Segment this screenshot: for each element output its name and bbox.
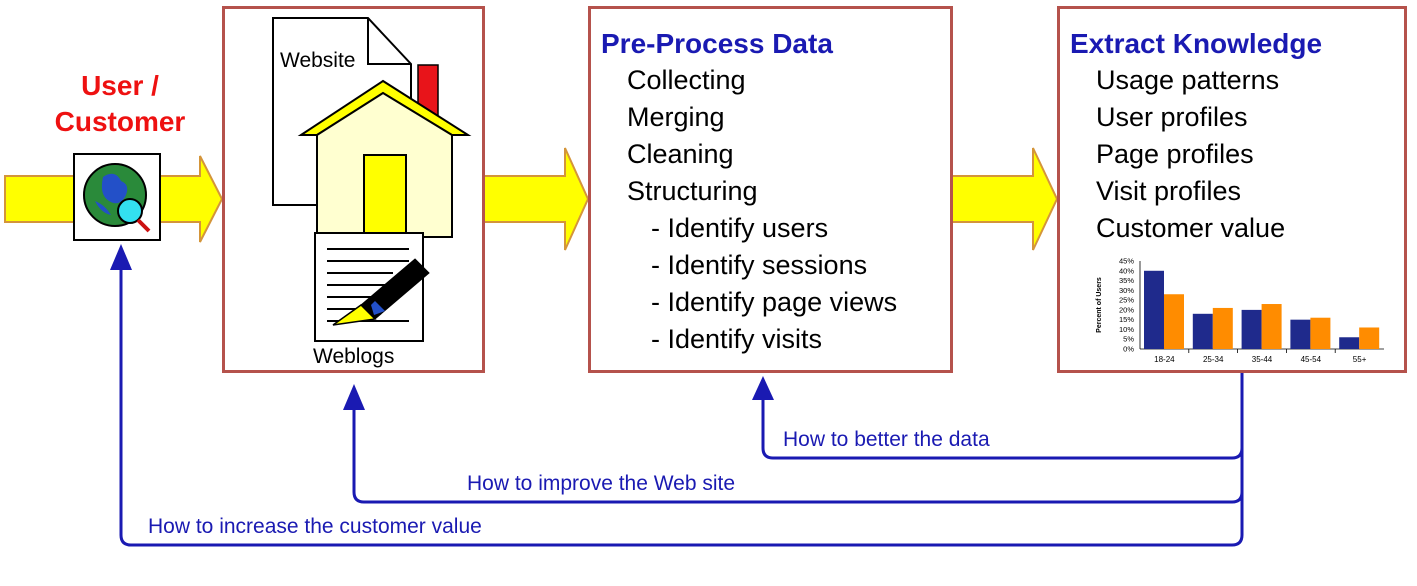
age-distribution-chart: Percent of Users 0%5%10%15%20%25%30%35%40…	[1096, 257, 1384, 364]
globe-search-icon	[83, 163, 151, 233]
chart-x-tick-label: 18-24	[1154, 355, 1175, 364]
preprocess-item: Structuring	[627, 176, 758, 206]
user-label-line2: Customer	[54, 106, 186, 137]
chart-bar	[1212, 307, 1233, 349]
flow-arrow-website-to-preprocess	[482, 147, 590, 251]
extract-item: User profiles	[1096, 102, 1248, 132]
website-box: Website Weblogs	[222, 6, 485, 373]
preprocess-title: Pre-Process Data	[601, 28, 833, 59]
chart-bar	[1241, 309, 1262, 349]
extract-title: Extract Knowledge	[1070, 28, 1323, 59]
feedback-arrowhead-data	[752, 376, 774, 400]
chart-bar	[1144, 270, 1164, 349]
feedback-label-website: How to improve the Web site	[467, 472, 736, 495]
extract-item: Page profiles	[1096, 139, 1254, 169]
chart-y-tick-label: 0%	[1123, 345, 1134, 354]
preprocess-subitem: - Identify users	[651, 213, 829, 243]
preprocess-item: Collecting	[627, 65, 746, 95]
preprocess-item: Cleaning	[627, 139, 734, 169]
extract-item: Usage patterns	[1096, 65, 1280, 95]
chart-y-tick-label: 40%	[1119, 266, 1134, 275]
extract-item: Customer value	[1096, 213, 1286, 243]
chart-x-tick-label: 55+	[1353, 355, 1367, 364]
feedback-arrowhead-website	[343, 384, 365, 410]
weblogs-label: Weblogs	[313, 345, 395, 368]
chart-bar	[1192, 313, 1213, 349]
house-door	[363, 154, 407, 238]
website-doc-label: Website	[280, 49, 356, 72]
preprocess-subitem: - Identify page views	[651, 287, 898, 317]
chart-bar	[1359, 327, 1380, 349]
chart-bar	[1290, 319, 1311, 349]
user-icon	[73, 153, 161, 241]
feedback-label-customer: How to increase the customer value	[148, 515, 482, 538]
preprocess-box: Pre-Process Data Collecting Merging Clea…	[588, 6, 953, 373]
extract-item: Visit profiles	[1096, 176, 1242, 206]
flow-arrow-preprocess-to-extract	[951, 147, 1059, 251]
chart-x-tick-label: 45-54	[1301, 355, 1322, 364]
chart-y-tick-label: 20%	[1119, 305, 1134, 314]
user-customer-label: User / Customer	[40, 68, 200, 140]
chart-bar	[1339, 337, 1360, 349]
chart-y-tick-label: 10%	[1119, 325, 1134, 334]
chart-y-tick-label: 5%	[1123, 335, 1134, 344]
chart-x-tick-label: 35-44	[1252, 355, 1273, 364]
extract-box: Extract Knowledge Usage patterns User pr…	[1057, 6, 1407, 373]
chart-y-tick-label: 25%	[1119, 296, 1134, 305]
chart-y-tick-label: 45%	[1119, 257, 1134, 266]
preprocess-subitem: - Identify sessions	[651, 250, 868, 280]
chart-x-tick-label: 25-34	[1203, 355, 1224, 364]
preprocess-item: Merging	[627, 102, 725, 132]
chart-bar	[1310, 317, 1331, 349]
chart-bar	[1164, 294, 1184, 349]
feedback-arrowhead-customer	[110, 244, 132, 270]
feedback-line-customer	[119, 265, 1244, 547]
chart-y-tick-label: 15%	[1119, 315, 1134, 324]
user-label-line1: User /	[81, 70, 159, 101]
chart-y-tick-label: 35%	[1119, 276, 1134, 285]
chart-bar	[1261, 304, 1282, 349]
chart-y-tick-label: 30%	[1119, 286, 1134, 295]
website-illustration	[272, 17, 472, 342]
feedback-label-data: How to better the data	[783, 428, 990, 451]
chart-y-axis-label: Percent of Users	[1096, 277, 1103, 333]
preprocess-subitem: - Identify visits	[651, 324, 823, 354]
